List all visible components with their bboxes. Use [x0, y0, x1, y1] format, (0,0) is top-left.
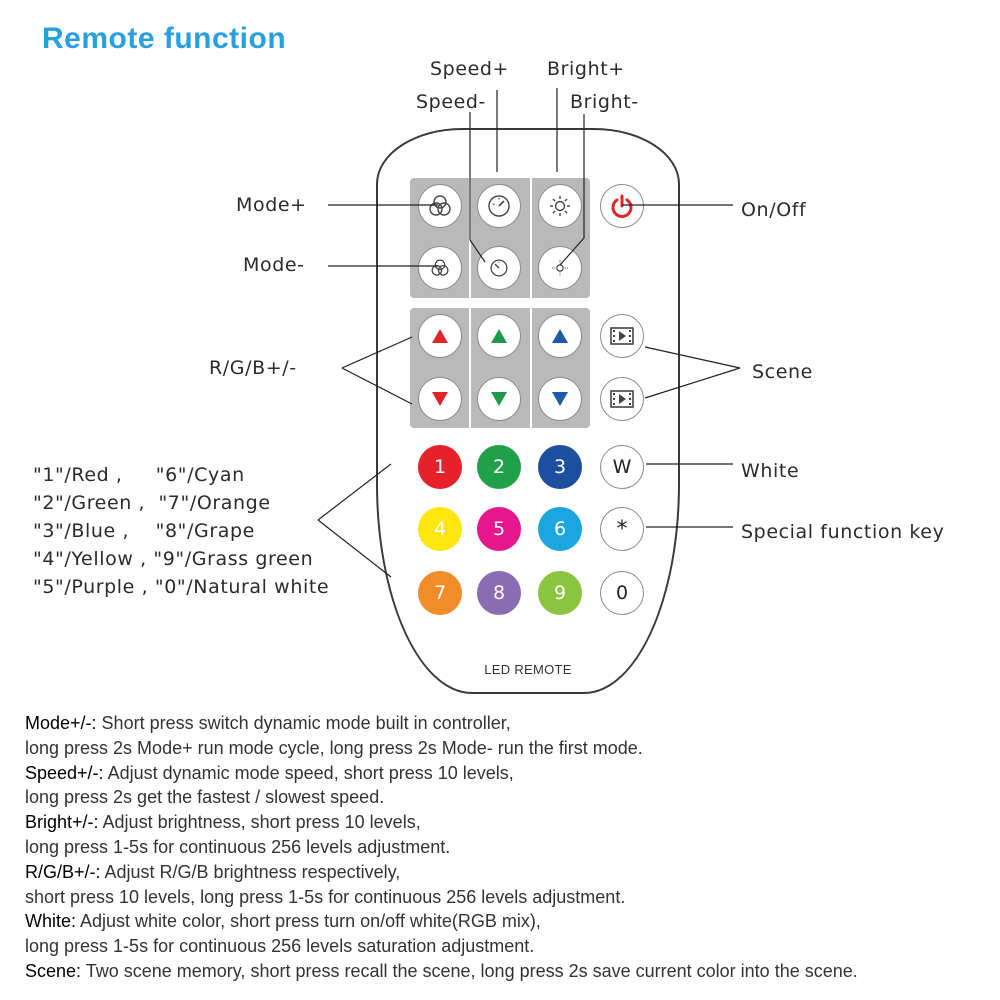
bright-minus-button[interactable] [538, 246, 582, 290]
scene-1-button[interactable] [600, 314, 644, 358]
label-bright-plus: Bright+ [547, 58, 625, 80]
key-2-green[interactable]: 2 [477, 445, 521, 489]
label-mode-minus: Mode- [243, 254, 305, 276]
desc-key: White: [25, 911, 77, 932]
desc-line: Scene: Two scene memory, short press rec… [25, 959, 995, 984]
green-down-button[interactable] [477, 377, 521, 421]
key-8-grape[interactable]: 8 [477, 571, 521, 615]
desc-text: Two scene memory, short press recall the… [81, 960, 858, 981]
desc-line: short press 10 levels, long press 1-5s f… [25, 885, 995, 910]
special-function-key[interactable]: * [600, 507, 644, 551]
desc-key: Bright+/-: [25, 812, 99, 833]
triangle-up-icon [491, 329, 507, 343]
desc-line: Mode+/-: Short press switch dynamic mode… [25, 711, 995, 736]
desc-text: long press 1-5s for continuous 256 level… [25, 936, 535, 957]
desc-line: White: Adjust white color, short press t… [25, 909, 995, 934]
color-map-line-2: "2"/Green , "7"/Orange [33, 492, 271, 514]
mode-icon [429, 195, 451, 216]
power-button[interactable] [600, 184, 644, 228]
label-mode-plus: Mode+ [236, 194, 307, 216]
desc-line: long press 2s get the fastest / slowest … [25, 785, 995, 810]
triangle-down-icon [491, 392, 507, 406]
desc-text: Short press switch dynamic mode built in… [96, 713, 511, 733]
desc-line: long press 1-5s for continuous 256 level… [25, 934, 995, 959]
key-9-grass-green[interactable]: 9 [538, 571, 582, 615]
label-speed-minus: Speed- [416, 91, 487, 113]
label-special-function-key: Special function key [741, 521, 945, 543]
desc-text: Adjust brightness, short press 10 levels… [98, 812, 421, 833]
color-map-line-4: "4"/Yellow , "9"/Grass green [33, 548, 314, 570]
label-bright-minus: Bright- [570, 91, 639, 113]
color-map-line-1: "1"/Red , "6"/Cyan [33, 464, 245, 486]
mode-plus-button[interactable] [418, 184, 462, 228]
desc-line: Speed+/-: Adjust dynamic mode speed, sho… [25, 761, 995, 786]
desc-text: Adjust R/G/B brightness respectively, [100, 861, 401, 882]
bright-plus-button[interactable] [538, 184, 582, 228]
speedometer-icon [488, 195, 510, 217]
red-down-button[interactable] [418, 377, 462, 421]
sun-icon [550, 196, 570, 216]
speedometer-icon [490, 259, 508, 277]
color-map-line-3: "3"/Blue , "8"/Grape [33, 520, 255, 542]
triangle-up-icon [432, 329, 448, 343]
desc-key: R/G/B+/-: [25, 861, 101, 882]
green-up-button[interactable] [477, 314, 521, 358]
function-descriptions: Mode+/-: Short press switch dynamic mode… [25, 711, 995, 984]
speed-minus-button[interactable] [477, 246, 521, 290]
desc-text: long press 2s get the fastest / slowest … [25, 787, 385, 808]
key-0-natural-white[interactable]: 0 [600, 571, 644, 615]
label-white: White [741, 460, 800, 482]
desc-line: R/G/B+/-: Adjust R/G/B brightness respec… [25, 860, 995, 885]
red-up-button[interactable] [418, 314, 462, 358]
desc-line: Bright+/-: Adjust brightness, short pres… [25, 810, 995, 835]
desc-line: long press 1-5s for continuous 256 level… [25, 835, 995, 860]
mode-icon [431, 259, 449, 276]
desc-key: Scene: [25, 960, 82, 981]
triangle-up-icon [552, 329, 568, 343]
color-map-line-5: "5"/Purple , "0"/Natural white [33, 576, 330, 598]
desc-text: Adjust white color, short press turn on/… [76, 911, 541, 932]
desc-key: Speed+/-: [25, 762, 104, 783]
desc-text: long press 1-5s for continuous 256 level… [25, 836, 451, 857]
speed-plus-button[interactable] [477, 184, 521, 228]
sun-icon [552, 260, 568, 276]
key-4-yellow[interactable]: 4 [418, 507, 462, 551]
triangle-down-icon [432, 392, 448, 406]
scene-2-button[interactable] [600, 377, 644, 421]
label-scene: Scene [752, 361, 813, 383]
power-icon [611, 194, 633, 218]
film-play-icon [610, 390, 634, 408]
desc-text: short press 10 levels, long press 1-5s f… [25, 886, 626, 907]
white-key[interactable]: W [600, 445, 644, 489]
desc-text: Adjust dynamic mode speed, short press 1… [103, 762, 514, 783]
desc-text: long press 2s Mode+ run mode cycle, long… [25, 737, 643, 758]
brand-label: LED REMOTE [484, 662, 572, 677]
blue-down-button[interactable] [538, 377, 582, 421]
label-on-off: On/Off [741, 199, 807, 221]
film-play-icon [610, 327, 634, 345]
remote-control: 1 2 3 W 4 5 6 * 7 8 9 0 LED REMOTE [376, 128, 680, 694]
label-speed-plus: Speed+ [430, 58, 510, 80]
triangle-down-icon [552, 392, 568, 406]
blue-up-button[interactable] [538, 314, 582, 358]
desc-line: long press 2s Mode+ run mode cycle, long… [25, 736, 995, 761]
key-3-blue[interactable]: 3 [538, 445, 582, 489]
desc-key: Mode+/-: [25, 713, 97, 733]
key-1-red[interactable]: 1 [418, 445, 462, 489]
page-title: Remote function [42, 22, 287, 55]
label-rgb: R/G/B+/- [209, 357, 297, 379]
mode-minus-button[interactable] [418, 246, 462, 290]
key-5-purple[interactable]: 5 [477, 507, 521, 551]
key-7-orange[interactable]: 7 [418, 571, 462, 615]
key-6-cyan[interactable]: 6 [538, 507, 582, 551]
